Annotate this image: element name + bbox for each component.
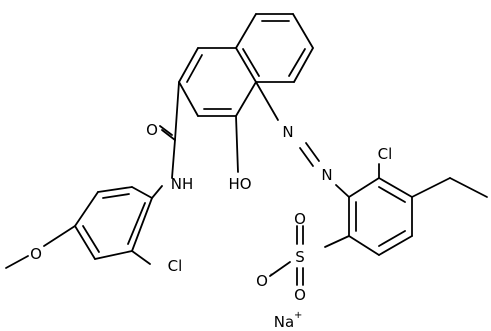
sulfonyl-oxygen-bottom-label: O [294, 286, 306, 304]
chlorine-right-label: Cl [378, 145, 393, 163]
bond [242, 48, 260, 77]
bond [43, 225, 76, 247]
bond [305, 142, 320, 162]
bond [288, 48, 306, 77]
bond [178, 47, 199, 83]
bond [235, 13, 257, 49]
sulfur-label: S [295, 248, 305, 266]
bond [159, 125, 173, 136]
bond [171, 139, 176, 179]
bond [292, 13, 314, 49]
bond [348, 177, 380, 198]
bond [293, 47, 314, 83]
amide-nh-label: NH [171, 175, 194, 193]
carbonyl-oxygen-label: O [146, 121, 158, 139]
bond [97, 186, 133, 193]
bond [74, 225, 96, 260]
bond [151, 185, 163, 199]
sulfonyl-oxygen-top-label: O [294, 210, 306, 228]
sulfonate-charge: - [270, 269, 274, 280]
bond [449, 177, 488, 198]
bond [348, 235, 380, 256]
bond [335, 184, 350, 198]
bond [178, 81, 199, 117]
bond [235, 115, 239, 173]
bond [235, 47, 257, 83]
sulfonate-oxygen-label: O [256, 272, 268, 290]
bond [74, 191, 99, 227]
bond [82, 225, 100, 253]
azo-nitrogen-1-label: N [282, 123, 293, 141]
bond [5, 255, 29, 269]
atom-labels: O NH HO N N Cl Cl O S O O O - Na + [30, 121, 392, 331]
bond [102, 193, 130, 199]
bond [411, 177, 451, 198]
bond [131, 186, 153, 199]
sodium-label: Na [274, 313, 294, 331]
bond [378, 235, 413, 256]
chlorine-left-label: Cl [168, 257, 183, 275]
bond [131, 197, 153, 252]
bond [174, 81, 180, 141]
bond [378, 177, 413, 198]
bond [94, 250, 133, 260]
hydroxyl-label: HO [228, 175, 251, 193]
bond [255, 81, 279, 121]
bond-lines [5, 13, 488, 286]
bond [235, 81, 257, 117]
bond [299, 147, 314, 167]
bond [161, 129, 176, 141]
bond [324, 235, 350, 248]
bond [127, 202, 146, 245]
bond [378, 186, 406, 203]
bond [186, 54, 203, 83]
bond [131, 250, 151, 265]
bond [378, 230, 406, 247]
bond [269, 261, 291, 277]
methoxy-oxygen-label: O [30, 245, 42, 263]
azo-nitrogen-2-label: N [321, 166, 332, 184]
sodium-charge: + [294, 310, 302, 321]
